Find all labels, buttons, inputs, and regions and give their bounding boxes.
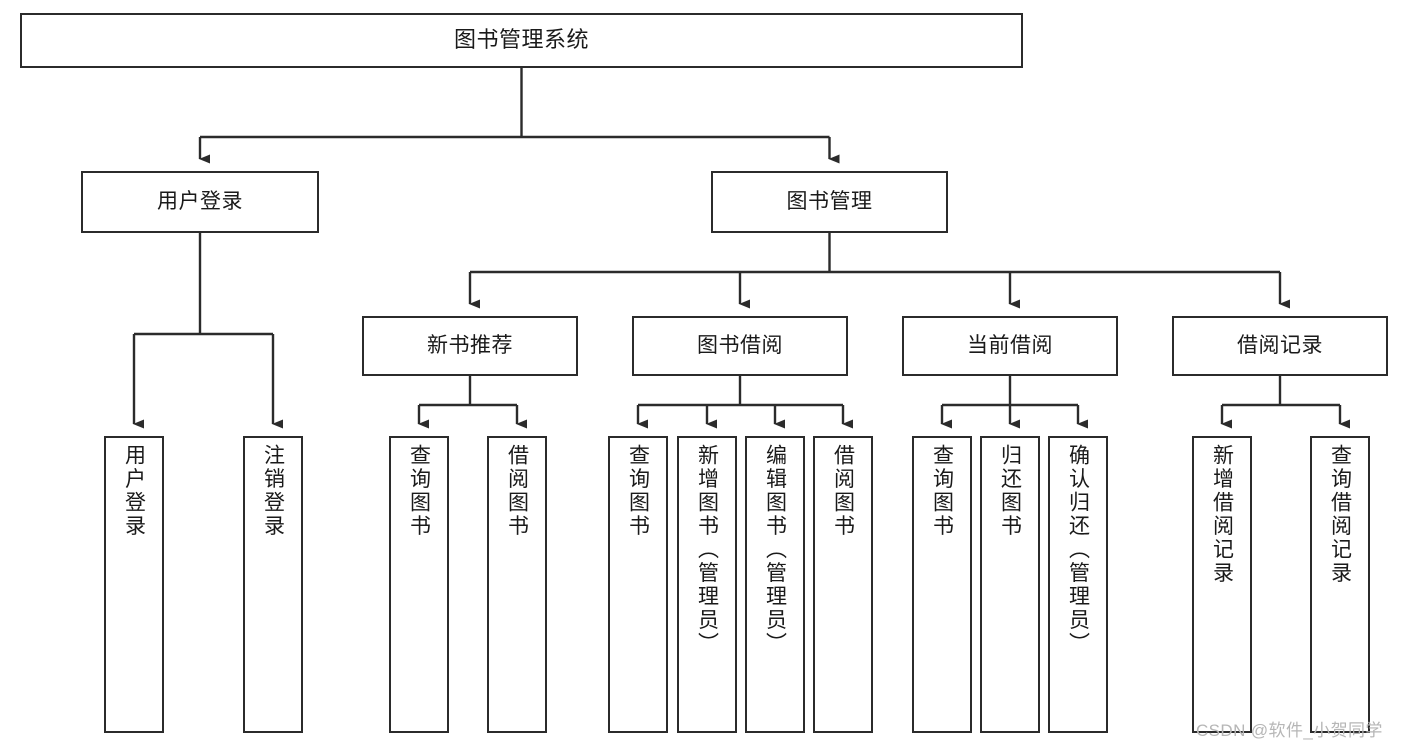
node-label: 图书管理 [786,190,873,214]
node-label: 图书借阅 [697,334,783,358]
node-leaf-logout[interactable]: 注销登录 [243,436,303,733]
node-leaf-edit-book[interactable]: 编辑图书（管理员） [745,436,805,733]
node-leaf-confirm-return[interactable]: 确认归还（管理员） [1048,436,1108,733]
node-label: 用户登录 [157,190,243,214]
node-leaf-query-book-3[interactable]: 查询图书 [912,436,972,733]
node-label: 查询图书 [626,444,650,538]
node-label: 新增借阅记录 [1210,444,1234,585]
node-leaf-user-login[interactable]: 用户登录 [104,436,164,733]
node-label: 图书管理系统 [453,27,589,53]
node-leaf-borrow-book-2[interactable]: 借阅图书 [813,436,873,733]
node-label: 新增图书（管理员） [695,444,719,656]
node-leaf-query-book-1[interactable]: 查询图书 [389,436,449,733]
node-leaf-query-book-2[interactable]: 查询图书 [608,436,668,733]
node-leaf-add-book[interactable]: 新增图书（管理员） [677,436,737,733]
node-leaf-return-book[interactable]: 归还图书 [980,436,1040,733]
node-label: 确认归还（管理员） [1066,444,1090,656]
node-book-manage[interactable]: 图书管理 [711,171,948,233]
edge-group [132,68,1350,429]
node-label: 查询图书 [407,444,431,538]
node-current-borrow[interactable]: 当前借阅 [902,316,1118,376]
node-leaf-query-record[interactable]: 查询借阅记录 [1310,436,1370,733]
node-label: 新书推荐 [427,334,513,358]
node-label: 借阅图书 [831,444,855,538]
node-leaf-borrow-book-1[interactable]: 借阅图书 [487,436,547,733]
node-new-book-recommend[interactable]: 新书推荐 [362,316,578,376]
node-label: 编辑图书（管理员） [763,444,787,656]
node-root[interactable]: 图书管理系统 [20,13,1023,68]
node-borrow-record[interactable]: 借阅记录 [1172,316,1388,376]
node-label: 借阅图书 [505,444,529,538]
node-label: 当前借阅 [967,334,1053,358]
node-label: 查询图书 [930,444,954,538]
node-label: 借阅记录 [1237,334,1323,358]
node-book-borrow[interactable]: 图书借阅 [632,316,848,376]
node-user-login[interactable]: 用户登录 [81,171,319,233]
node-leaf-add-record[interactable]: 新增借阅记录 [1192,436,1252,733]
node-label: 归还图书 [998,444,1022,538]
node-label: 注销登录 [261,444,285,538]
node-label: 用户登录 [122,444,146,538]
node-label: 查询借阅记录 [1328,444,1352,585]
